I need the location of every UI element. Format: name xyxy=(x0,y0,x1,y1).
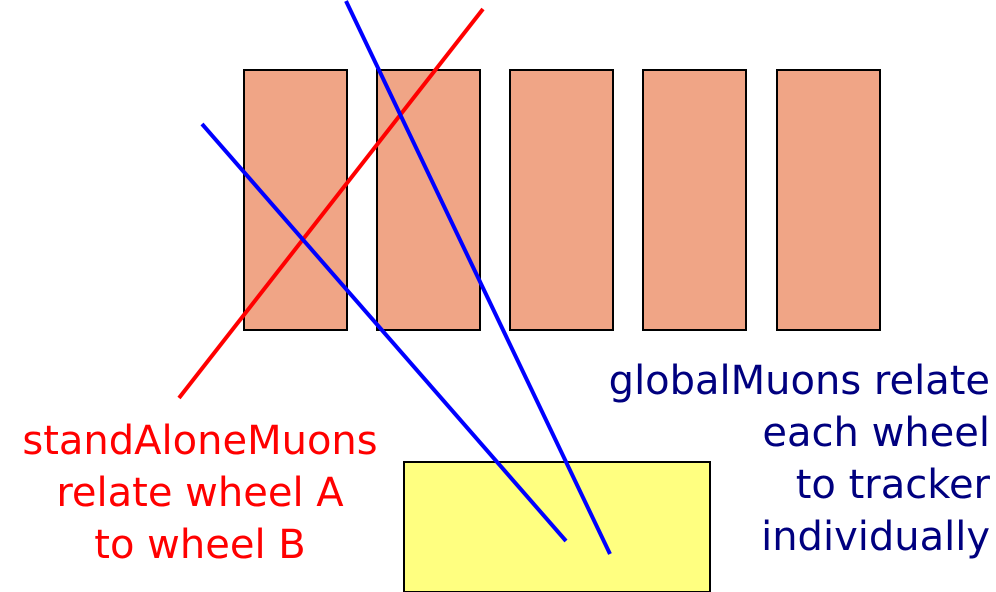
wheel-5 xyxy=(776,69,881,331)
standalone-muons-label: standAloneMuons relate wheel A to wheel … xyxy=(0,415,400,571)
standalone-label-line: to wheel B xyxy=(94,522,306,568)
global-label-line: to tracker xyxy=(795,462,990,508)
standalone-label-line: relate wheel A xyxy=(56,470,344,516)
standalone-muon-track xyxy=(177,7,485,400)
global-muons-label: globalMuons relate each wheel to tracker… xyxy=(550,355,990,563)
standalone-label-line: standAloneMuons xyxy=(22,418,378,464)
wheel-4 xyxy=(642,69,747,331)
wheel-2 xyxy=(376,69,481,331)
wheel-3 xyxy=(509,69,614,331)
global-label-line: globalMuons relate xyxy=(608,358,990,404)
global-label-line: individually xyxy=(761,514,990,560)
global-muon-track-1 xyxy=(200,122,568,543)
global-muon-track-2 xyxy=(344,0,612,555)
tracker-box xyxy=(403,461,711,592)
global-label-line: each wheel xyxy=(762,410,990,456)
wheel-1 xyxy=(243,69,348,331)
